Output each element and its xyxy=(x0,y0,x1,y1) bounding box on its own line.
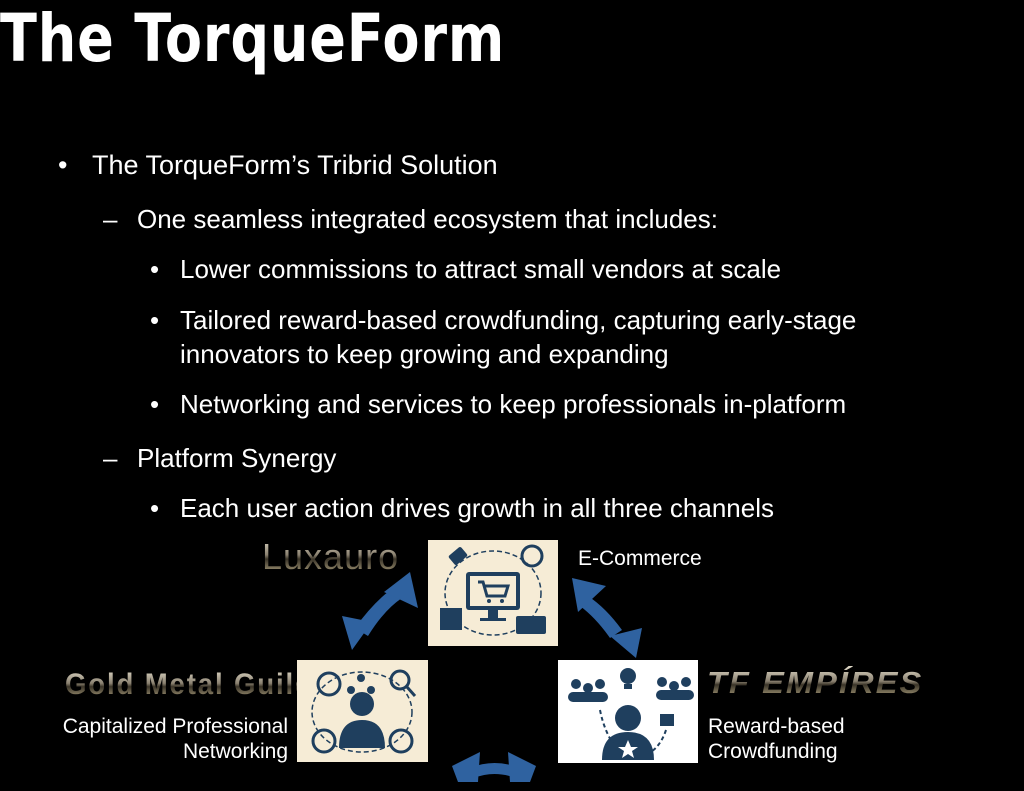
dash-marker: – xyxy=(103,443,118,473)
bullet-marker: • xyxy=(150,389,160,419)
item-networking: Networking and services to keep professi… xyxy=(180,389,847,419)
dash-marker: – xyxy=(103,204,118,234)
crowdfunding-label-line2: Crowdfunding xyxy=(708,740,838,763)
bullet-main: The TorqueForm’s Tribrid Solution xyxy=(92,150,498,180)
double-arrow-right-icon xyxy=(572,578,642,658)
item-user-action: Each user action drives growth in all th… xyxy=(180,493,774,523)
luxauro-logo: Luxauro xyxy=(262,536,400,577)
bullet-marker: • xyxy=(150,305,160,335)
sub-bullet-synergy: Platform Synergy xyxy=(137,443,337,473)
crowdfunding-icon xyxy=(558,660,698,763)
gold-metal-guild-logo: Gold Metal Guild xyxy=(65,668,314,701)
sub-bullet-ecosystem: One seamless integrated ecosystem that i… xyxy=(137,204,718,234)
double-arrow-bottom-icon xyxy=(452,752,536,782)
bullet-marker: • xyxy=(58,150,68,180)
bullet-marker: • xyxy=(150,254,160,284)
item-commissions: Lower commissions to attract small vendo… xyxy=(180,254,782,284)
ecommerce-label: E-Commerce xyxy=(578,547,702,570)
item-crowdfunding-cont: innovators to keep growing and expanding xyxy=(180,339,669,369)
double-arrow-left-icon xyxy=(342,572,418,650)
bullet-marker: • xyxy=(150,493,160,523)
tf-empires-logo: TF EMPÍRES xyxy=(707,665,924,700)
networking-label-line1: Capitalized Professional xyxy=(62,715,288,738)
ecommerce-icon xyxy=(428,540,558,646)
item-crowdfunding: Tailored reward-based crowdfunding, capt… xyxy=(180,305,857,335)
slide-title: The TorqueForm xyxy=(0,0,506,77)
networking-icon xyxy=(297,660,428,762)
networking-label-line2: Networking xyxy=(182,740,288,763)
crowdfunding-label-line1: Reward-based xyxy=(708,715,845,738)
